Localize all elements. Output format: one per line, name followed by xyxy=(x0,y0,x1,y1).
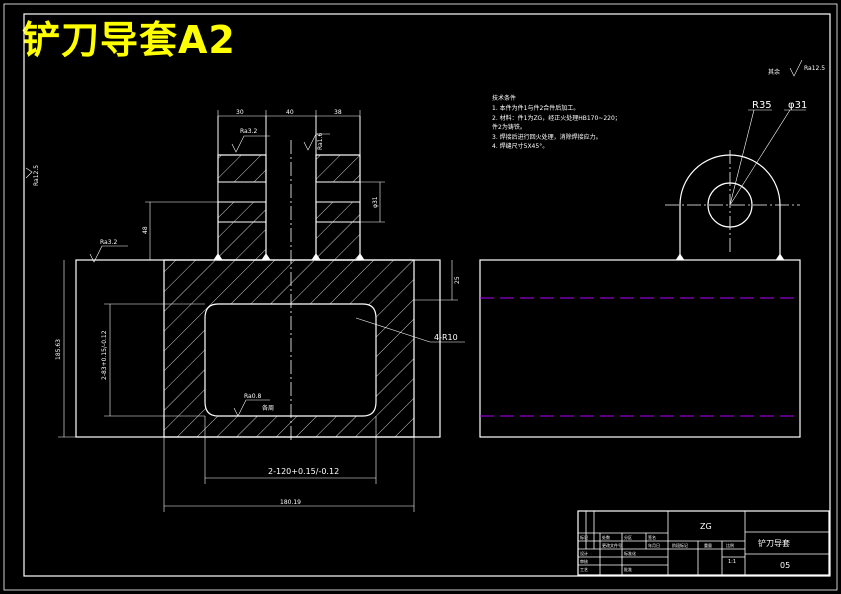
dim-top-w3: 38 xyxy=(334,109,342,116)
title-block xyxy=(577,510,830,576)
tb-label-process: 工艺 xyxy=(580,567,588,572)
dim-side-r: R35 xyxy=(752,100,772,111)
dim-top-w1: 30 xyxy=(236,109,244,116)
front-view xyxy=(25,110,465,512)
dim-hole-dia: φ31 xyxy=(372,196,379,208)
tb-label-sign: 签名 xyxy=(648,534,656,540)
lug-right-clear xyxy=(315,181,361,203)
dim-overall-w: 180.19 xyxy=(280,499,301,506)
dim-inner-h: 2-83+0.15/-0.12 xyxy=(101,330,108,380)
title-block-scale: 1:1 xyxy=(728,559,736,565)
title-block-drawing-no: 05 xyxy=(780,561,790,570)
tb-label-weight: 重量 xyxy=(704,542,712,548)
tech-line-3: 件2为铸铁。 xyxy=(492,123,526,131)
tb-label-mark: 标记 xyxy=(580,534,588,540)
tb-label-design: 设计 xyxy=(580,550,588,556)
tech-line-5: 4. 焊缝尺寸5X45°。 xyxy=(492,142,548,150)
tb-label-scale: 比例 xyxy=(726,542,734,548)
tech-heading: 技术条件 xyxy=(492,94,516,102)
roughness-general-label: 其余 xyxy=(768,68,780,76)
rough-top-right: Ra1.6 xyxy=(317,133,324,150)
dim-radius-note: 4-R10 xyxy=(434,333,458,342)
dim-inner-w: 2-120+0.15/-0.12 xyxy=(268,467,339,476)
tb-label-count: 处数 xyxy=(602,534,610,540)
tb-label-standard: 标准化 xyxy=(624,550,636,556)
rough-base-left: Ra3.2 xyxy=(100,239,117,246)
outer-frame xyxy=(3,3,838,591)
inner-frame xyxy=(23,13,831,577)
side-view xyxy=(479,59,806,438)
dim-overall-h: 185.63 xyxy=(55,339,62,360)
tb-label-zone: 分区 xyxy=(624,534,632,540)
tech-line-4: 3. 焊接后进行回火处理，消除焊接应力。 xyxy=(492,133,602,141)
tech-line-2: 2. 材料：件1为ZG，经正火处理HB170~220； xyxy=(492,114,621,122)
rough-left-side: Ra12.5 xyxy=(33,165,40,186)
dim-base-thick: 25 xyxy=(454,276,461,284)
tb-label-review: 审核 xyxy=(580,558,588,564)
rough-inner-note: 各周 xyxy=(262,404,274,412)
title-block-material: ZG xyxy=(700,522,712,531)
dim-height-left: 48 xyxy=(142,226,149,234)
lug-left-clear xyxy=(217,181,267,203)
rough-top-left: Ra3.2 xyxy=(240,128,257,135)
tb-label-change: 更改文件号 xyxy=(602,542,622,548)
dim-side-dia: φ31 xyxy=(788,100,807,111)
dim-top-w2: 40 xyxy=(286,109,294,116)
side-base xyxy=(479,259,801,438)
roughness-general-value: Ra12.5 xyxy=(804,65,825,72)
tb-label-approve: 批准 xyxy=(624,566,632,572)
tb-label-date: 年月日 xyxy=(648,542,660,548)
drawing-title: 铲刀导套A2 xyxy=(22,18,236,62)
rough-inner: Ra0.8 xyxy=(244,393,261,400)
tech-line-1: 1. 本件为件1与件2合件后加工。 xyxy=(492,104,579,112)
lug-left xyxy=(217,154,267,261)
title-block-part-name: 铲刀导套 xyxy=(758,538,790,548)
hatched-body xyxy=(163,259,415,438)
tb-label-stage: 阶段标记 xyxy=(672,542,688,548)
lug-right xyxy=(315,154,361,261)
